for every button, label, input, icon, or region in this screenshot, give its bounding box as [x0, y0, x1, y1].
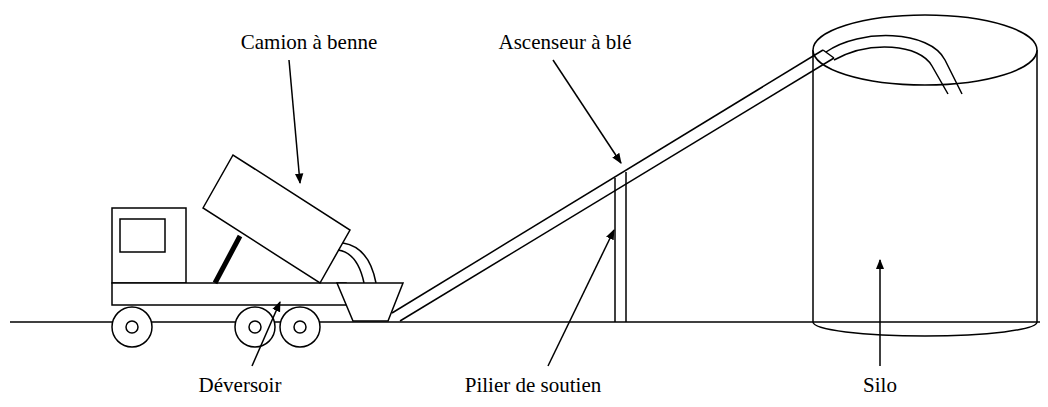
- part-label: Silo: [863, 373, 897, 397]
- support-pillar: [615, 172, 626, 322]
- silo: [813, 15, 1037, 336]
- part-label: Pilier de soutien: [465, 373, 601, 397]
- part-label: Camion à benne: [241, 30, 377, 54]
- dump-truck: [112, 155, 376, 347]
- part-label: Déversoir: [199, 373, 282, 397]
- part-label: Ascenseur à blé: [499, 30, 632, 54]
- hopper: [337, 283, 403, 321]
- grain-elevator: [392, 50, 834, 321]
- ground-line: [10, 321, 1040, 323]
- leader-lines: [252, 60, 880, 366]
